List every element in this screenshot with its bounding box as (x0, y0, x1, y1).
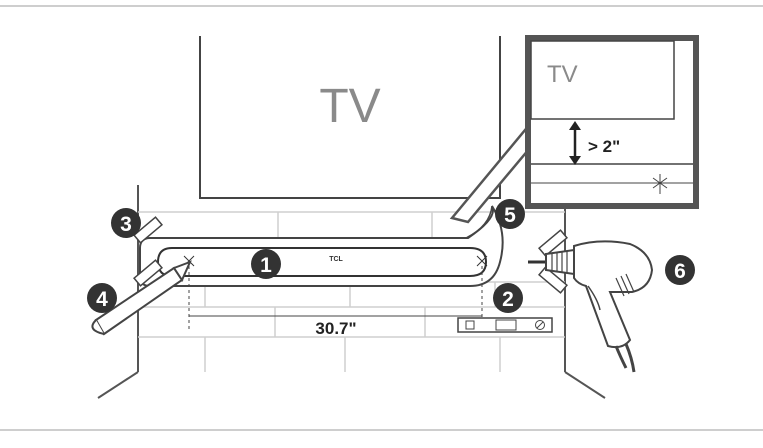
right-hole-mark-icon (476, 255, 488, 267)
drill-icon (528, 240, 654, 373)
inset-tv-label: TV (547, 61, 578, 88)
step-number: 1 (260, 254, 272, 277)
wall-outline (97, 185, 606, 399)
mounting-template (139, 205, 504, 287)
step-number: 6 (674, 260, 686, 283)
spacing-label: 30.7" (315, 319, 356, 338)
left-tape-icon (133, 216, 163, 287)
step-number: 4 (96, 288, 108, 311)
clearance-label: > 2" (588, 137, 620, 156)
step-badge-3: 3 (111, 208, 141, 238)
tv-outline (199, 36, 501, 199)
right-tape-icon (538, 229, 568, 294)
clearance-arrow-icon (569, 121, 581, 165)
step-badge-2: 2 (493, 283, 523, 313)
step-badge-6: 6 (665, 255, 695, 285)
inset-mark-icon (652, 174, 668, 194)
tv-label: TV (319, 80, 380, 133)
inset-tv-outline (530, 40, 675, 120)
step-number: 2 (502, 288, 514, 311)
spirit-level-icon (457, 317, 553, 333)
step-badge-1: 1 (251, 249, 281, 279)
step-badge-4: 4 (87, 283, 117, 313)
step-number: 5 (504, 204, 516, 227)
inset-detail-box: TV > 2" (525, 35, 699, 209)
step-badge-5: 5 (495, 199, 525, 229)
soundbar-outline (156, 247, 488, 277)
pencil-icon (91, 260, 192, 336)
soundbar-brand: TCL (329, 256, 343, 263)
template-fold (465, 205, 493, 239)
spacing-dimension (188, 266, 483, 330)
step-number: 3 (120, 213, 132, 236)
